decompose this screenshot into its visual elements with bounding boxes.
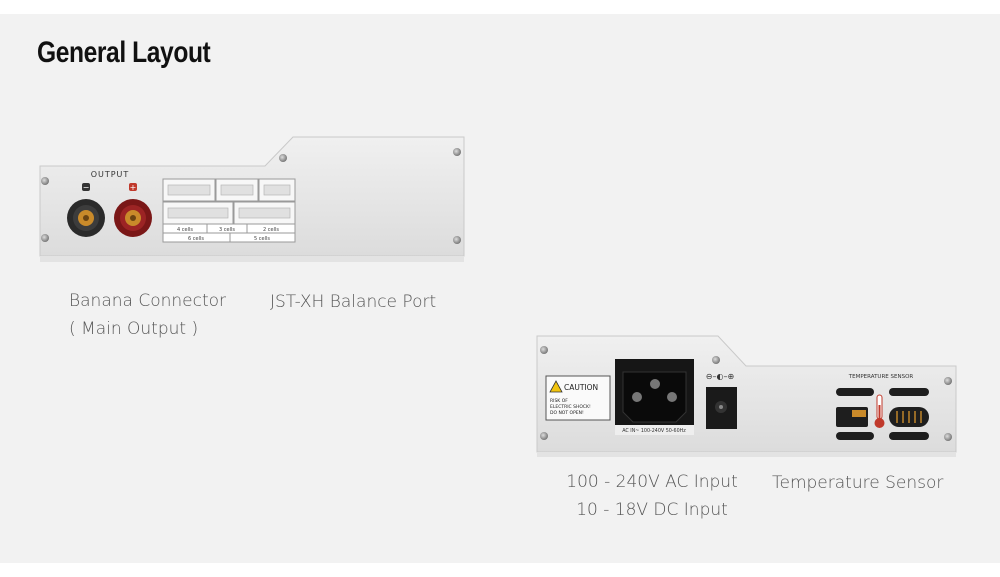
screw-icon (41, 177, 49, 185)
screw-icon (540, 346, 548, 354)
temp-sensor-label: TEMPERATURE SENSOR (848, 374, 914, 380)
caution-title: CAUTION (564, 383, 598, 392)
warning-triangle-icon (549, 380, 563, 393)
negative-symbol: − (83, 183, 90, 192)
screw-icon (944, 377, 952, 385)
banana-connector-positive (114, 199, 152, 237)
page-title: General Layout (37, 36, 211, 69)
thermometer-icon (874, 394, 885, 428)
output-label: OUTPUT (91, 170, 130, 179)
screw-icon (944, 433, 952, 441)
positive-marker-icon (129, 183, 137, 191)
caption-ac-input: 100 - 240V AC Input (566, 472, 738, 492)
positive-symbol: + (130, 183, 137, 192)
caution-line1: RISK OF (550, 398, 568, 404)
screw-icon (41, 234, 49, 242)
background-panel (0, 14, 1000, 563)
caption-banana-connector: Banana Connector (69, 291, 227, 311)
caption-dc-input: 10 - 18V DC Input (576, 500, 728, 520)
caption-temperature-sensor: Temperature Sensor (772, 473, 944, 493)
ac-input-socket: AC IN~ 100-240V 50-60Hz (615, 359, 694, 435)
caution-line2: ELECTRIC SHOCK! (550, 404, 591, 410)
negative-marker-icon (82, 183, 90, 191)
cell-label-2: 2 cells (263, 227, 279, 233)
screw-icon (453, 148, 461, 156)
banana-connector-negative (67, 199, 105, 237)
caption-main-output: ( Main Output ) (69, 319, 199, 339)
cell-label-4: 4 cells (177, 227, 193, 233)
screw-icon (453, 236, 461, 244)
screw-icon (279, 154, 287, 162)
caution-label: CAUTION RISK OF ELECTRIC SHOCK! DO NOT O… (545, 375, 611, 421)
screw-icon (540, 432, 548, 440)
cell-label-5: 5 cells (254, 236, 270, 242)
caption-jst-balance-port: JST-XH Balance Port (270, 292, 437, 312)
ac-rating: AC IN~ 100-240V 50-60Hz (622, 428, 686, 434)
cell-label-3: 3 cells (219, 227, 235, 233)
dc-input-jack: ⊖–◐–⊕ (706, 372, 737, 429)
dc-polarity-icon: ⊖–◐–⊕ (706, 372, 734, 381)
caution-line3: DO NOT OPEN! (550, 410, 584, 416)
cell-label-6: 6 cells (188, 236, 204, 242)
screw-icon (712, 356, 720, 364)
